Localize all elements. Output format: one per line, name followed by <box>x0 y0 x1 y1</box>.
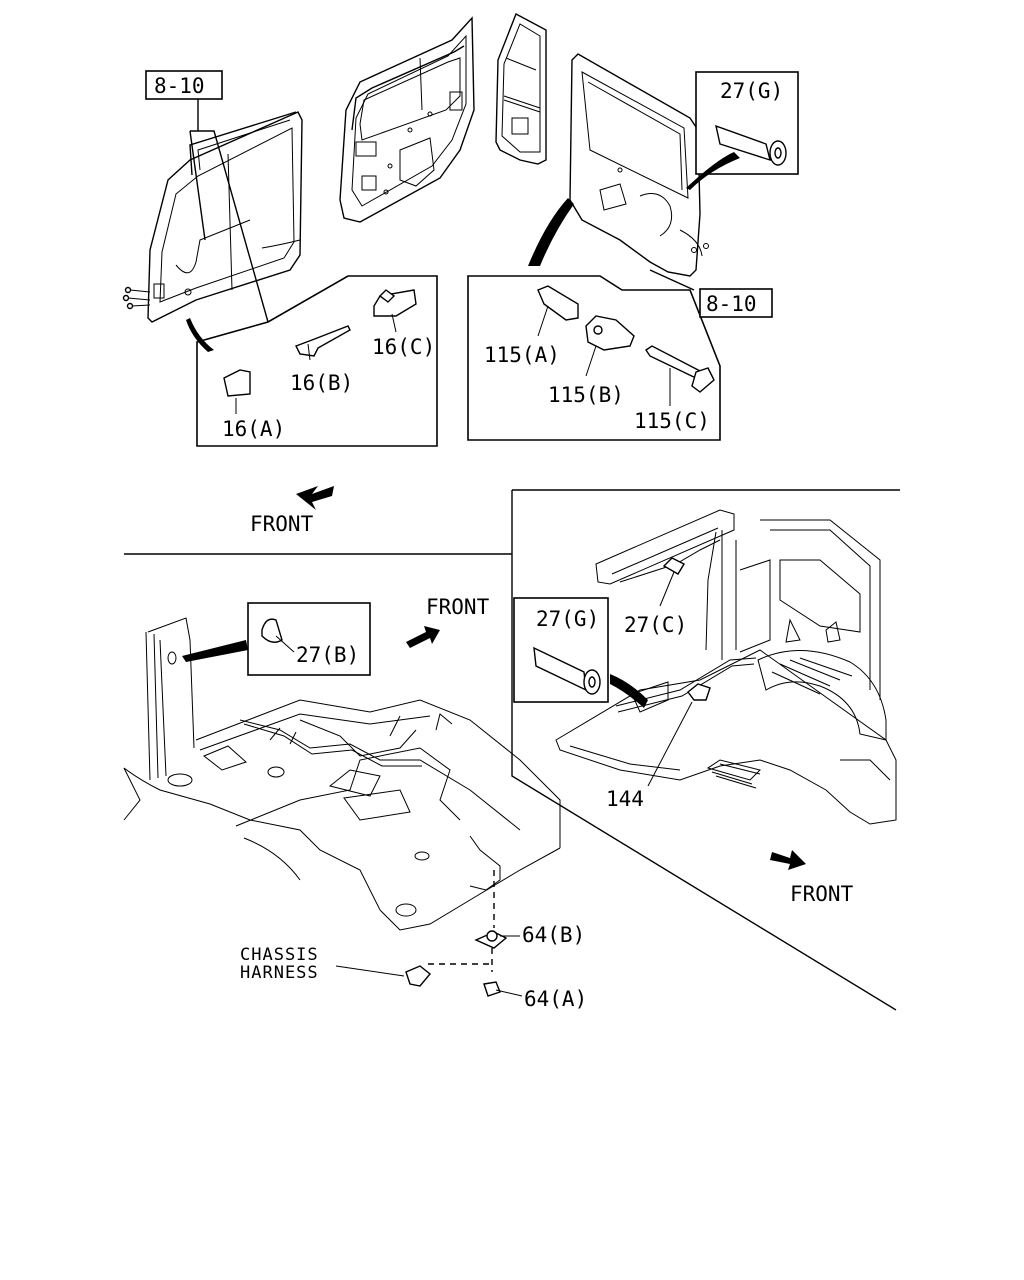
p27c-label: 27(C) <box>624 613 687 637</box>
clip-box-16: 16(C) 16(B) 16(A) <box>186 275 438 447</box>
ref-box-8-10-top: 8-10 <box>145 70 269 323</box>
inset-cargo-area: 27(C) 27(G) 144 <box>511 489 900 1011</box>
front-center-label: FRONT <box>426 595 490 619</box>
clip-box-115: 8-10 115(A) 115(B) 115(C) <box>467 198 773 441</box>
arrow-right-up-icon <box>406 626 440 648</box>
front-door-drawing <box>122 111 303 323</box>
front-arrow-center: FRONT <box>406 595 490 648</box>
callout-27g-top: 27(G) <box>686 71 799 190</box>
ref-8-10-mid-label: 8-10 <box>706 292 757 316</box>
p64a-label: 64(A) <box>524 987 587 1011</box>
arrow-right-down-icon <box>770 850 806 870</box>
p16a-label: 16(A) <box>222 417 285 441</box>
p115c-label: 115(C) <box>634 409 710 433</box>
p27g-top-label: 27(G) <box>720 79 783 103</box>
callout-27b: 27(B) <box>247 602 371 676</box>
p64b-label: 64(B) <box>522 923 585 947</box>
p27b-label: 27(B) <box>296 643 359 667</box>
p115b-label: 115(B) <box>548 383 624 407</box>
p27g-lower-label: 27(G) <box>536 607 599 631</box>
p115a-label: 115(A) <box>484 343 560 367</box>
chassis-harness-line2: HARNESS <box>240 963 319 983</box>
rear-quarter-drawing <box>569 53 709 277</box>
front-upper-label: FRONT <box>250 512 314 536</box>
front-right-label: FRONT <box>790 882 854 906</box>
front-arrow-upper: FRONT <box>250 486 334 536</box>
arrow-left-down-icon <box>296 486 334 510</box>
front-arrow-right: FRONT <box>770 850 854 906</box>
p16b-label: 16(B) <box>290 371 353 395</box>
ground-bolt-stack: 64(B) 64(A) CHASSIS HARNESS <box>240 870 587 1011</box>
floor-pan-drawing <box>123 617 561 931</box>
p144-label: 144 <box>606 787 644 811</box>
p16c-label: 16(C) <box>372 335 435 359</box>
ref-8-10-top-label: 8-10 <box>154 74 205 98</box>
chassis-harness-line1: CHASSIS <box>240 945 319 965</box>
rear-door-drawing <box>339 16 475 223</box>
door-frame-drawing <box>495 13 547 165</box>
